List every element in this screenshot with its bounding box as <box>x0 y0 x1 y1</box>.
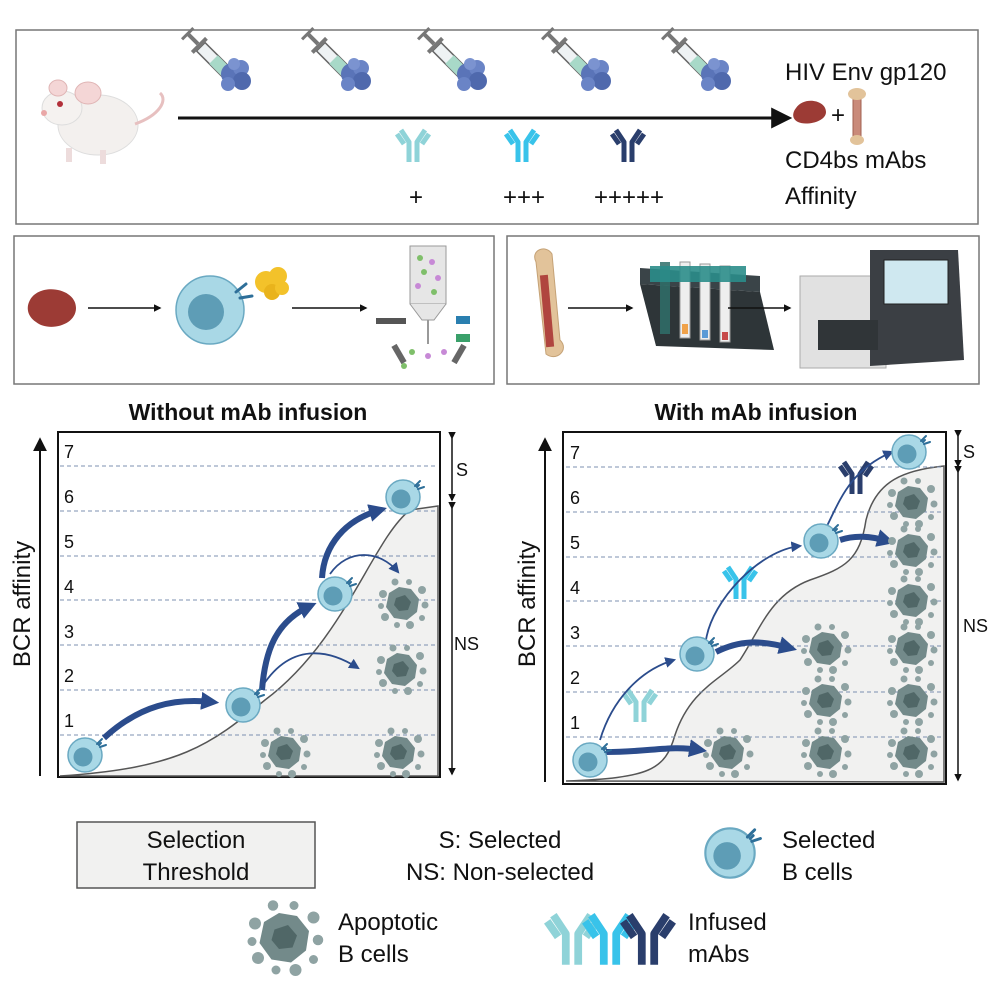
legend-ns-definition: NS: Non-selected <box>406 859 594 886</box>
cell-sorter-icon <box>376 245 470 369</box>
level-label-7: 7 <box>64 442 74 462</box>
spleen-icon <box>27 289 76 327</box>
ns-label: NS <box>963 616 988 636</box>
left-selection-arrows <box>101 504 400 741</box>
antigen-label: HIV Env gp120 <box>785 59 946 86</box>
mab-label: CD4bs mAbs <box>785 147 926 174</box>
level-label-6: 6 <box>570 488 580 508</box>
level-label-3: 3 <box>570 623 580 643</box>
legend-threshold-swatch <box>76 821 316 889</box>
spleen-icon <box>793 100 826 124</box>
plus-sign: + <box>831 102 845 129</box>
left-panel-title: Without mAb infusion <box>129 399 368 425</box>
level-label-2: 2 <box>570 668 580 688</box>
affinity-level-1: + <box>409 184 423 211</box>
level-label-6: 6 <box>64 487 74 507</box>
left-gridlines <box>60 465 438 736</box>
level-label-3: 3 <box>64 622 74 642</box>
legend-infused-line1: Infused <box>688 909 767 936</box>
sequencer-icon <box>799 250 964 369</box>
level-label-1: 1 <box>570 713 580 733</box>
affinity-level-3: +++++ <box>594 184 664 211</box>
affinity-label: Affinity <box>785 183 857 210</box>
protocol-panel <box>15 29 979 225</box>
legend-threshold-line1: Selection <box>147 827 246 854</box>
s-label: S <box>963 442 975 462</box>
legend-apoptotic-line1: Apoptotic <box>338 909 438 936</box>
level-label-1: 1 <box>64 711 74 731</box>
s-label: S <box>456 460 468 480</box>
right-panel-title: With mAb infusion <box>655 399 858 425</box>
level-label-7: 7 <box>570 443 580 463</box>
legend-s-definition: S: Selected <box>439 827 562 854</box>
bcell-binding-antigen-icon <box>175 267 289 345</box>
legend-selected-line1: Selected <box>782 827 875 854</box>
level-label-5: 5 <box>570 533 580 553</box>
legend-selected-line2: B cells <box>782 859 853 886</box>
legend-selected-bcell-icon <box>703 826 762 880</box>
right-selection-arrows <box>599 450 895 758</box>
tube-rack-icon <box>640 261 774 350</box>
legend-infused-mabs-icon <box>547 915 673 965</box>
y-axis-label: BCR affinity <box>514 541 541 667</box>
legend-threshold-line2: Threshold <box>143 859 250 886</box>
ns-label: NS <box>454 634 479 654</box>
mouse-icon <box>41 79 165 164</box>
level-label-5: 5 <box>64 532 74 552</box>
selection-threshold-area <box>59 505 439 777</box>
legend-apoptotic-icon <box>247 900 324 976</box>
y-axis-label: BCR affinity <box>9 541 36 667</box>
affinity-level-2: +++ <box>503 184 545 211</box>
legend-apoptotic-line2: B cells <box>338 941 409 968</box>
level-label-4: 4 <box>64 577 74 597</box>
level-label-4: 4 <box>570 578 580 598</box>
level-label-2: 2 <box>64 666 74 686</box>
bone-marrow-icon <box>534 248 564 358</box>
legend-infused-line2: mAbs <box>688 941 749 968</box>
bone-icon <box>848 88 866 145</box>
